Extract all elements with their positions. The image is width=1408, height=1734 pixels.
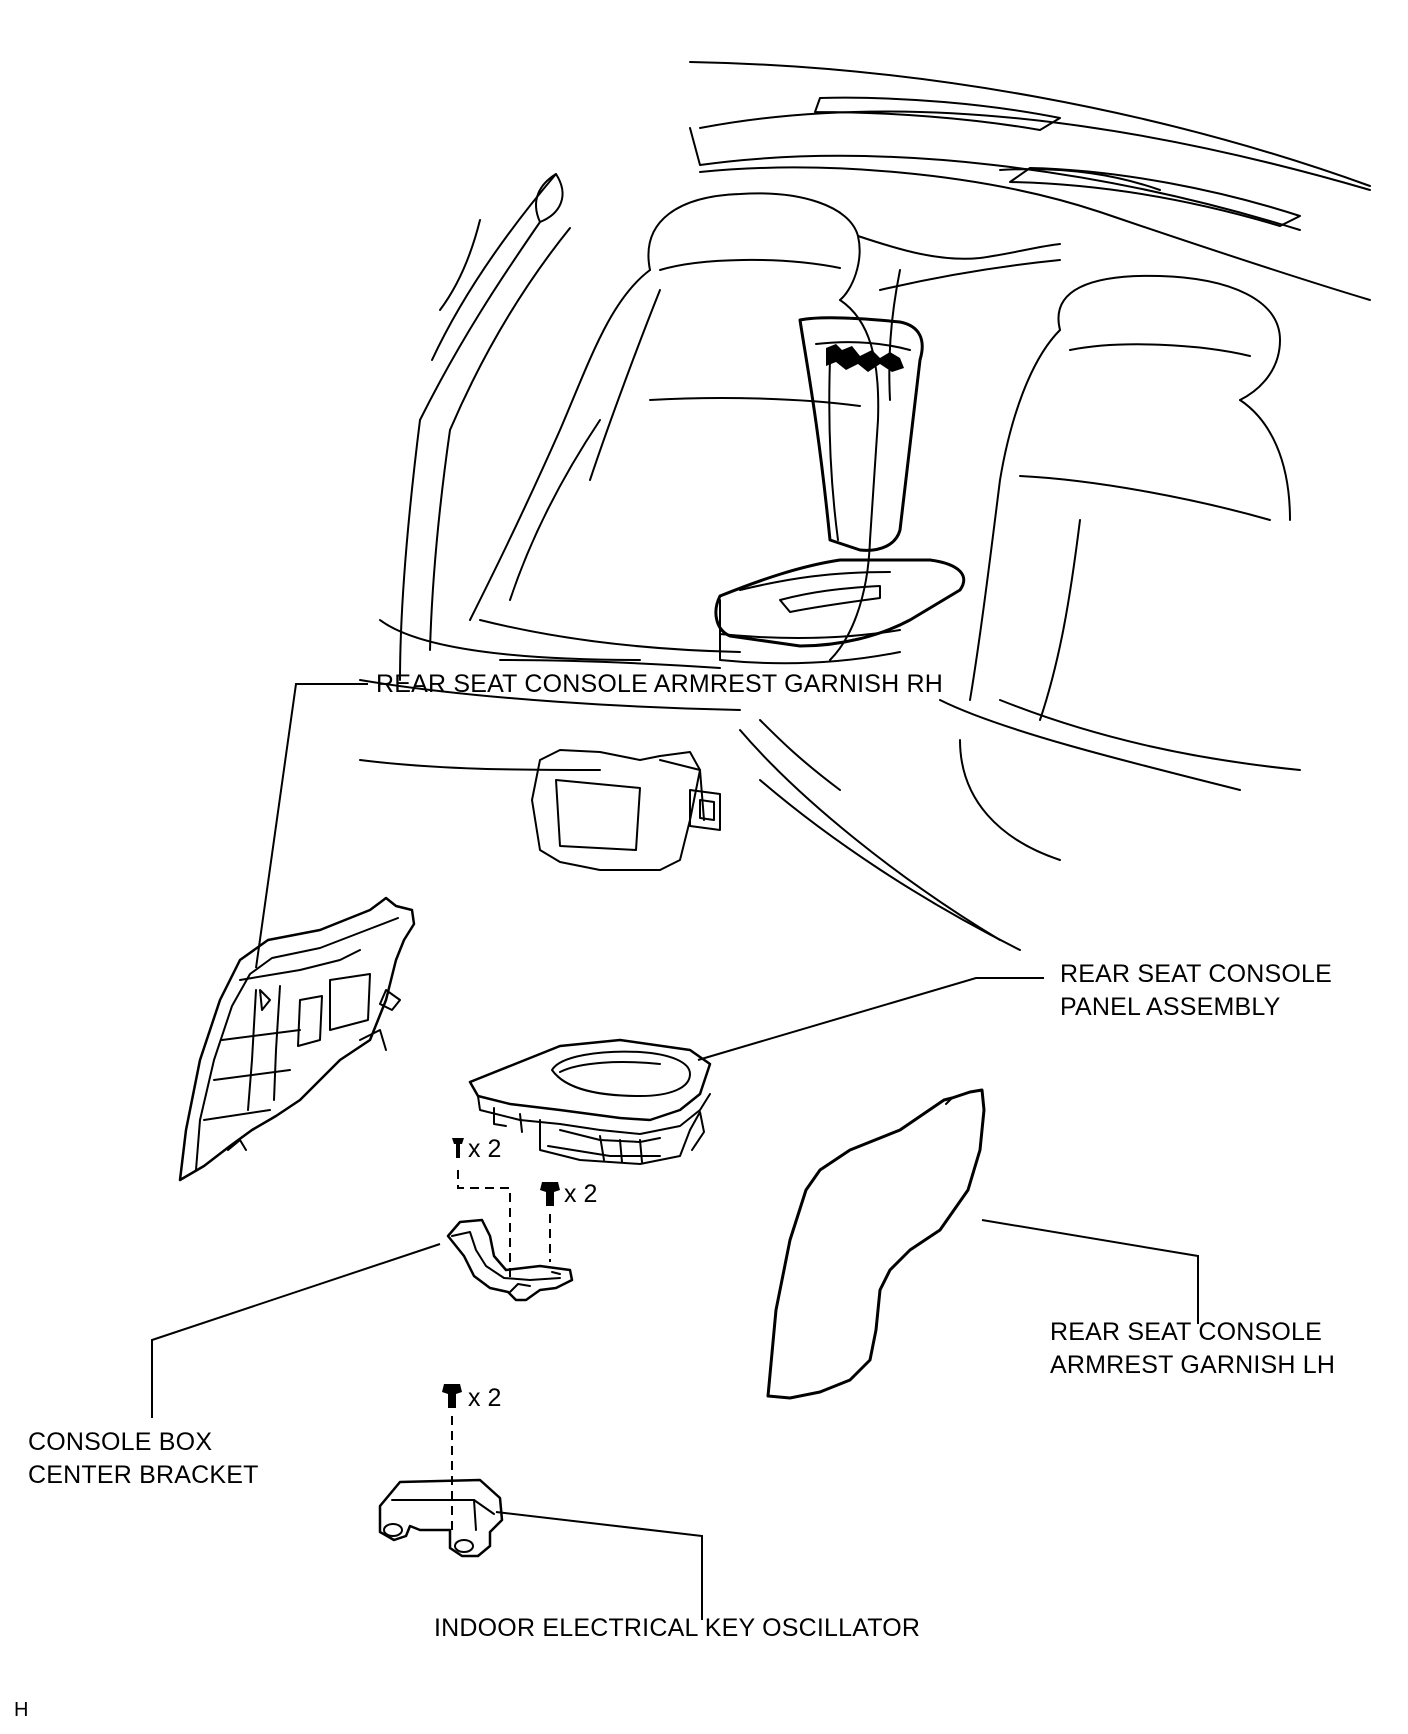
console-panel-assembly-part (468, 1038, 712, 1165)
label-armrest-garnish-lh-line1: REAR SEAT CONSOLE (1050, 1318, 1322, 1346)
qty-oscillator-bolts: x 2 (468, 1384, 502, 1412)
armrest-garnish-rh-part (178, 896, 416, 1182)
label-console-panel-assembly-line2: PANEL ASSEMBLY (1060, 993, 1281, 1021)
indoor-key-oscillator-part (378, 1478, 504, 1558)
armrest-garnish-lh-part (766, 1088, 986, 1400)
oscillator-bolt-icon (442, 1384, 462, 1536)
label-center-bracket-line2: CENTER BRACKET (28, 1461, 259, 1489)
label-key-oscillator: INDOOR ELECTRICAL KEY OSCILLATOR (434, 1614, 921, 1642)
qty-bracket-bolts: x 2 (564, 1180, 598, 1208)
corner-mark: H (14, 1699, 29, 1721)
vehicle-rear-seat-illustration (359, 61, 1371, 951)
leader-lines (151, 683, 1199, 1620)
qty-panel-screws: x 2 (468, 1135, 502, 1163)
label-console-panel-assembly-line1: REAR SEAT CONSOLE (1060, 960, 1332, 988)
bracket-bolt-icon (540, 1182, 560, 1262)
panel-screw-icon (452, 1138, 511, 1280)
console-box-center-bracket-part (446, 1218, 574, 1302)
label-center-bracket-line1: CONSOLE BOX (28, 1428, 213, 1456)
label-armrest-garnish-lh-line2: ARMREST GARNISH LH (1050, 1351, 1336, 1379)
label-armrest-garnish-rh: REAR SEAT CONSOLE ARMREST GARNISH RH (376, 670, 944, 698)
